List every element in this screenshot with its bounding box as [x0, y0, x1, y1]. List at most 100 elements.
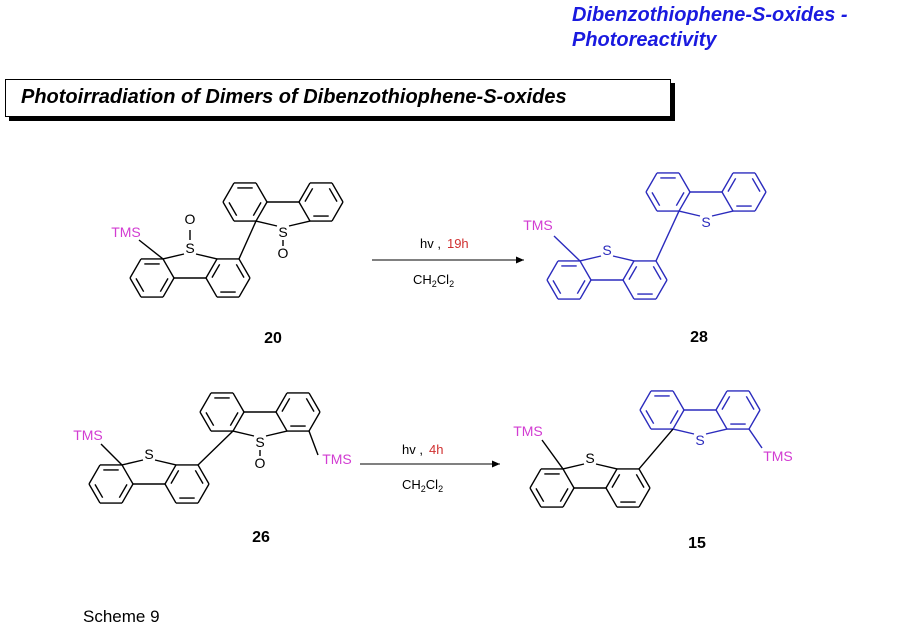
double-bond — [235, 263, 245, 278]
ring-bond — [331, 201, 344, 222]
ring-bond — [672, 390, 685, 411]
ring-bond — [711, 210, 734, 217]
section-title: Photoirradiation of Dimers of Dibenzothi… — [21, 86, 567, 108]
ring-bond — [195, 253, 218, 260]
ring-bond — [622, 260, 635, 281]
ring-bond — [715, 390, 728, 411]
sulfur-atom: S — [185, 240, 194, 256]
ring-bond — [678, 172, 691, 193]
ring-bond — [162, 258, 175, 279]
molecule-bonds — [88, 172, 767, 508]
tms-bond — [100, 443, 123, 466]
tms-bond — [308, 430, 319, 456]
tms-label: TMS — [763, 448, 793, 464]
ring-bond — [238, 258, 251, 279]
ring-bond — [721, 191, 734, 212]
ring-bond — [748, 390, 761, 411]
compound-label-28: 28 — [690, 329, 708, 346]
ring-bond — [638, 468, 651, 489]
ring-bond — [638, 487, 651, 508]
ring-bond — [705, 428, 728, 435]
double-bond — [205, 412, 215, 427]
section-title-box: Photoirradiation of Dimers of Dibenzothi… — [5, 79, 671, 117]
ring-bond — [232, 411, 245, 432]
ring-bond — [121, 459, 144, 466]
double-bond — [576, 280, 586, 295]
ring-bond — [546, 279, 559, 300]
arrowhead-1 — [516, 256, 524, 264]
ring-bond — [715, 409, 728, 430]
double-bond — [751, 177, 761, 192]
ring-bond — [672, 428, 695, 435]
ring-bond — [222, 201, 235, 222]
ring-bond — [199, 392, 212, 413]
ring-bond — [529, 468, 542, 489]
biaryl-bond — [638, 428, 674, 470]
ring-bond — [255, 201, 268, 222]
ring-bond — [197, 464, 210, 485]
ring-bond — [238, 277, 251, 298]
tms-bond — [748, 428, 763, 449]
ring-bond — [678, 191, 691, 212]
ring-bond — [205, 277, 218, 298]
ring-bond — [265, 430, 288, 437]
ring-bond — [275, 411, 288, 432]
double-bond — [721, 395, 731, 410]
double-bond — [745, 395, 755, 410]
ring-bond — [655, 260, 668, 281]
biaryl-bond — [655, 210, 680, 262]
double-bond — [651, 192, 661, 207]
double-bond — [159, 278, 169, 293]
header-title-line1: Dibenzothiophene-S-oxides - — [572, 4, 848, 26]
scheme-caption: Scheme 9 — [83, 607, 160, 626]
biaryl-bond — [197, 430, 234, 466]
double-bond — [328, 187, 338, 202]
ring-bond — [645, 191, 658, 212]
conditions-1-solvent: CH2Cl2 — [413, 272, 454, 289]
double-bond — [228, 202, 238, 217]
double-bond — [645, 410, 655, 425]
double-bond — [194, 469, 204, 484]
tms-label: TMS — [513, 423, 543, 439]
ring-bond — [655, 279, 668, 300]
ring-bond — [298, 182, 311, 203]
ring-bond — [721, 172, 734, 193]
double-bond — [211, 263, 221, 278]
ring-bond — [197, 483, 210, 504]
ring-bond — [605, 468, 618, 489]
double-bond — [229, 412, 239, 427]
ring-bond — [562, 487, 575, 508]
tms-label: TMS — [322, 451, 352, 467]
tms-label: TMS — [73, 427, 103, 443]
ring-bond — [308, 392, 321, 413]
ring-bond — [331, 182, 344, 203]
ring-bond — [129, 277, 142, 298]
ring-bond — [308, 411, 321, 432]
double-bond — [118, 484, 128, 499]
ring-bond — [255, 182, 268, 203]
ring-bond — [199, 411, 212, 432]
sulfur-atom: S — [695, 432, 704, 448]
tms-label: TMS — [111, 224, 141, 240]
ring-bond — [754, 191, 767, 212]
double-bond — [611, 473, 621, 488]
sulfur-atom: S — [701, 214, 710, 230]
ring-bond — [255, 220, 278, 227]
header-title-line2: Photoreactivity — [572, 29, 717, 51]
double-bond — [675, 192, 685, 207]
conditions-2-time: 4h — [429, 442, 443, 457]
compound-label-20: 20 — [264, 330, 282, 347]
biaryl-bond — [238, 220, 257, 260]
double-bond — [559, 488, 569, 503]
ring-bond — [288, 220, 311, 227]
sulfur-atom: S — [585, 450, 594, 466]
ring-bond — [612, 255, 635, 262]
ring-bond — [579, 260, 592, 281]
ring-bond — [639, 409, 652, 430]
double-bond — [170, 469, 180, 484]
oxygen-atom: O — [255, 455, 266, 471]
double-bond — [635, 473, 645, 488]
tms-bond — [541, 439, 564, 470]
double-bond — [252, 202, 262, 217]
